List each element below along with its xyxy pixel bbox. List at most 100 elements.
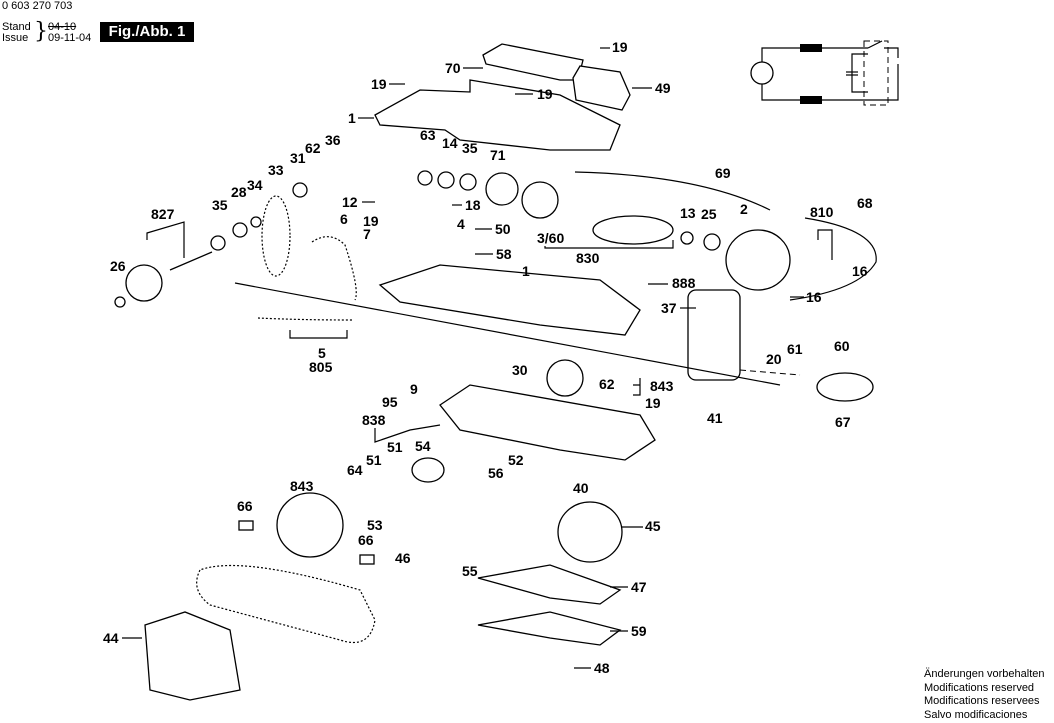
part-label: 12: [342, 194, 358, 210]
issue-label: Issue: [2, 32, 29, 44]
part-label: 26: [110, 258, 126, 274]
gear-30: [546, 359, 584, 397]
cap-67: [816, 372, 874, 402]
part-label: 34: [247, 177, 263, 193]
part-label: 64: [347, 462, 363, 478]
part-label: 55: [462, 563, 478, 579]
part-label: 36: [325, 132, 341, 148]
part-label: 53: [367, 517, 383, 533]
stator-2: [725, 229, 791, 291]
part-label: 46: [395, 550, 411, 566]
part-label: 1: [522, 263, 530, 279]
part-label: 50: [495, 221, 511, 237]
footer-line: Salvo modificaciones: [924, 708, 1028, 721]
part-label: 16: [806, 289, 822, 305]
cover-70: [482, 43, 584, 81]
part-label: 48: [594, 660, 610, 676]
part-labels: 19 70 49 19 19 1 63 14 35 71 36 62 31 33…: [103, 39, 873, 676]
plate-59: [477, 611, 622, 646]
part-label: 67: [835, 414, 851, 430]
part-label: 45: [645, 518, 661, 534]
footer-line: Änderungen vorbehalten: [924, 668, 1045, 680]
part-label: 19: [612, 39, 628, 55]
part-label: 44: [103, 630, 119, 646]
dust-box-44: [144, 611, 241, 701]
part-label: 830: [576, 250, 600, 266]
part-label: 16: [852, 263, 868, 279]
roller-843: [276, 492, 344, 558]
base-plate: [439, 384, 656, 461]
spring-54: [411, 457, 445, 483]
part-label: 3/60: [537, 230, 564, 246]
figure-title: Fig./Abb. 1: [100, 22, 194, 42]
footer-line: Modifications reservees: [924, 695, 1040, 707]
part-label: 54: [415, 438, 431, 454]
footer-line: Modifications reserved: [924, 681, 1035, 694]
part-label: 35: [212, 197, 228, 213]
part-label: 20: [766, 351, 782, 367]
wiring-schematic: [750, 40, 899, 106]
cover-49: [572, 65, 631, 111]
part-label: 827: [151, 206, 175, 222]
motor-symbol: [750, 61, 774, 85]
part-label: 66: [358, 532, 374, 548]
part-label: 52: [508, 452, 524, 468]
armature-830: [592, 215, 674, 245]
part-label: 41: [707, 410, 723, 426]
document-number: 0 603 270 703: [2, 0, 73, 12]
part-label: 28: [231, 184, 247, 200]
issue-date: 09-11-04: [48, 32, 92, 44]
cable-6: [311, 236, 357, 301]
part-label: 30: [512, 362, 528, 378]
brace-icon: }: [34, 19, 48, 44]
stand-date: 04-10: [48, 21, 77, 33]
stand-label: Stand: [2, 21, 31, 33]
part-label: 40: [573, 480, 589, 496]
part-label: 62: [305, 140, 321, 156]
plate-47: [477, 564, 622, 605]
part-label: 47: [631, 579, 647, 595]
gear-71: [485, 172, 519, 206]
part-label: 71: [490, 147, 506, 163]
part-label: 7: [363, 226, 371, 242]
part-label: 33: [268, 162, 284, 178]
part-label: 9: [410, 381, 418, 397]
part-label: 69: [715, 165, 731, 181]
part-label: 35: [462, 140, 478, 156]
part-label: 2: [740, 201, 748, 217]
end-cap-37: [687, 289, 741, 381]
part-label: 56: [488, 465, 504, 481]
cable-69: [574, 171, 771, 211]
inductor-top: [800, 44, 822, 52]
handle-housing-1: [374, 79, 621, 151]
gear-827: [125, 264, 163, 302]
part-label: 51: [387, 439, 403, 455]
part-label: 25: [701, 206, 717, 222]
switch-box: [863, 40, 889, 106]
fan-3-60: [521, 181, 559, 219]
part-label: 59: [631, 623, 647, 639]
part-label: 60: [834, 338, 850, 354]
part-label: 13: [680, 205, 696, 221]
part-label: 810: [810, 204, 834, 220]
sanding-belt: [196, 564, 376, 644]
part-label: 58: [496, 246, 512, 262]
part-label: 68: [857, 195, 873, 211]
part-label: 66: [237, 498, 253, 514]
part-label: 19: [363, 213, 379, 229]
part-label: 5: [318, 345, 326, 361]
part-label: 95: [382, 394, 398, 410]
part-label: 1: [348, 110, 356, 126]
part-label: 37: [661, 300, 677, 316]
part-label: 4: [457, 216, 465, 232]
part-label: 888: [672, 275, 696, 291]
part-label: 63: [420, 127, 436, 143]
cable-68: [789, 217, 877, 301]
part-label: 49: [655, 80, 671, 96]
modifications-notice: Änderungen vorbehalten Modifications res…: [924, 668, 1044, 722]
inductor-bottom: [800, 96, 822, 104]
part-label: 51: [366, 452, 382, 468]
part-label: 18: [465, 197, 481, 213]
part-label: 843: [290, 478, 314, 494]
